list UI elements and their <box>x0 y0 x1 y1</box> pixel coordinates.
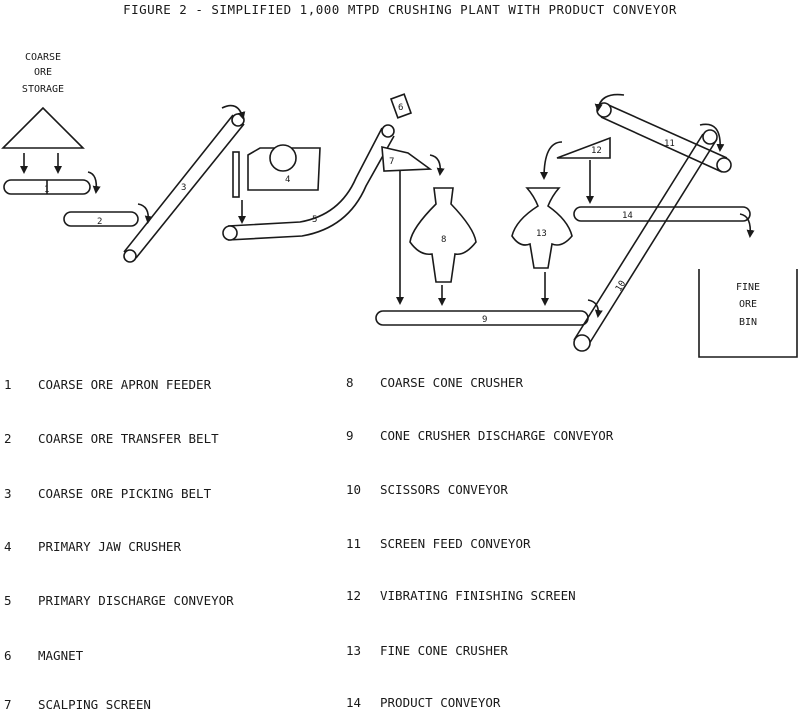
legend-item: 10 SCISSORS CONVEYOR <box>346 482 508 497</box>
equipment-number-8: 8 <box>441 235 446 245</box>
legend-label: PRIMARY JAW CRUSHER <box>38 539 181 554</box>
equipment-number-12: 12 <box>591 146 602 156</box>
apron-feeder-1: 1 <box>3 171 101 195</box>
legend-label: PRIMARY DISCHARGE CONVEYOR <box>38 593 234 608</box>
legend-item: 4 PRIMARY JAW CRUSHER <box>4 539 181 554</box>
cone-crusher-discharge-conveyor-9: 9 <box>375 299 603 326</box>
legend-number: 4 <box>4 539 12 554</box>
legend-item: 5 PRIMARY DISCHARGE CONVEYOR <box>4 593 234 608</box>
legend-number: 9 <box>346 428 354 443</box>
legend-item: 1 COARSE ORE APRON FEEDER <box>4 377 211 392</box>
primary-jaw-crusher-4: 4 <box>247 144 321 191</box>
legend-label: SCALPING SCREEN <box>38 697 151 712</box>
legend-number: 8 <box>346 375 354 390</box>
legend-label: COARSE ORE APRON FEEDER <box>38 377 212 392</box>
legend-item: 9 CONE CRUSHER DISCHARGE CONVEYOR <box>346 428 613 443</box>
equipment-number-10: 10 <box>614 279 628 293</box>
legend-number: 12 <box>346 588 362 603</box>
legend-number: 2 <box>4 431 12 446</box>
legend-number: 6 <box>4 648 12 663</box>
fine-cone-crusher-13: 13 <box>511 141 573 306</box>
equipment-number-2: 2 <box>97 217 102 227</box>
product-conveyor-14: 14 <box>573 206 755 238</box>
equipment-number-1: 1 <box>44 185 49 195</box>
storage-label-line-3: STORAGE <box>22 84 64 95</box>
legend-label: COARSE ORE TRANSFER BELT <box>38 431 219 446</box>
legend-item: 12 VIBRATING FINISHING SCREEN <box>346 588 576 603</box>
legend-number: 3 <box>4 486 12 501</box>
legend-number: 13 <box>346 643 362 658</box>
legend-item: 6 MAGNET <box>4 648 83 663</box>
legend-item: 3 COARSE ORE PICKING BELT <box>4 486 211 501</box>
legend-label: MAGNET <box>38 648 84 663</box>
equipment-number-9: 9 <box>482 315 487 325</box>
scissors-conveyor-10: 10 <box>573 123 725 352</box>
equipment-number-11: 11 <box>664 139 675 149</box>
fine-ore-bin: FINE ORE BIN <box>698 269 798 358</box>
legend-label: PRODUCT CONVEYOR <box>380 695 501 710</box>
legend-number: 10 <box>346 482 362 497</box>
figure-title: FIGURE 2 - SIMPLIFIED 1,000 MTPD CRUSHIN… <box>123 2 677 17</box>
legend-number: 1 <box>4 377 12 392</box>
picking-belt-3: 3 <box>123 104 246 263</box>
primary-discharge-conveyor-5: 5 <box>222 124 395 241</box>
legend-label: COARSE CONE CRUSHER <box>380 375 523 390</box>
legend-item: 8 COARSE CONE CRUSHER <box>346 375 523 390</box>
legend-label: FINE CONE CRUSHER <box>380 643 508 658</box>
legend-label: VIBRATING FINISHING SCREEN <box>380 588 576 603</box>
scalping-screen-7: 7 <box>381 145 445 305</box>
equipment-number-5: 5 <box>312 215 317 225</box>
equipment-number-14: 14 <box>622 211 633 221</box>
bin-label-line-1: FINE <box>736 282 760 293</box>
legend-number: 11 <box>346 536 362 551</box>
storage-pile <box>1 106 85 149</box>
legend-number: 5 <box>4 593 12 608</box>
storage-label-line-2: ORE <box>34 67 52 78</box>
legend-item: 2 COARSE ORE TRANSFER BELT <box>4 431 219 446</box>
equipment-number-3: 3 <box>181 183 186 193</box>
legend-label: CONE CRUSHER DISCHARGE CONVEYOR <box>380 428 614 443</box>
legend-item: 11 SCREEN FEED CONVEYOR <box>346 536 531 551</box>
bin-label-line-3: BIN <box>739 317 757 328</box>
coarse-ore-storage: COARSE ORE STORAGE <box>1 52 85 174</box>
bin-label-line-2: ORE <box>739 299 757 310</box>
magnet-6: 6 <box>389 93 413 119</box>
legend-item: 13 FINE CONE CRUSHER <box>346 643 508 658</box>
vibrating-finishing-screen-12: 12 <box>556 136 611 204</box>
coarse-cone-crusher-8: 8 <box>409 187 477 306</box>
legend-number: 7 <box>4 697 12 712</box>
transfer-belt-2: 2 <box>63 203 153 227</box>
legend-item: 14 PRODUCT CONVEYOR <box>346 695 500 710</box>
equipment-number-13: 13 <box>536 229 547 239</box>
equipment-number-4: 4 <box>285 175 290 185</box>
storage-label-line-1: COARSE <box>25 52 61 63</box>
legend-label: SCISSORS CONVEYOR <box>380 482 508 497</box>
legend-number: 14 <box>346 695 362 710</box>
equipment-number-7: 7 <box>389 157 394 167</box>
equipment-number-6: 6 <box>398 103 403 113</box>
magnet-bar <box>232 151 240 198</box>
legend-label: SCREEN FEED CONVEYOR <box>380 536 531 551</box>
legend-label: COARSE ORE PICKING BELT <box>38 486 212 501</box>
legend-item: 7 SCALPING SCREEN <box>4 697 151 712</box>
